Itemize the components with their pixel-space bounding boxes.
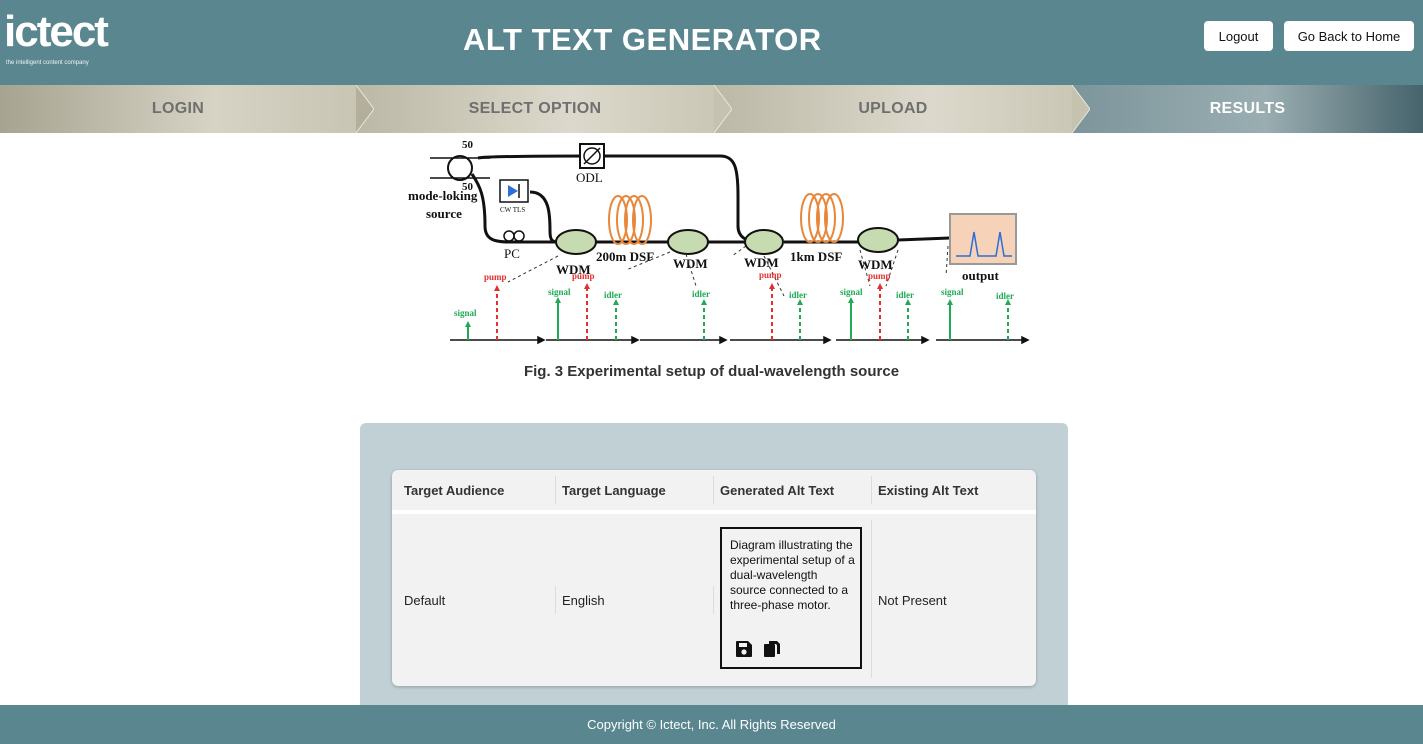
label-pc: PC xyxy=(504,246,520,261)
table-header: Target Audience Target Language Generate… xyxy=(392,470,1036,514)
label-pump: pump xyxy=(868,271,891,281)
dsf-coil xyxy=(608,195,652,245)
label-idler: idler xyxy=(789,290,807,300)
generated-alt-text[interactable]: Diagram illustrating the experimental se… xyxy=(730,538,855,612)
go-home-button[interactable]: Go Back to Home xyxy=(1284,21,1414,51)
cell-target-language: English xyxy=(562,592,605,608)
label-wdm: WDM xyxy=(858,257,893,272)
label-50-top: 50 xyxy=(462,139,474,151)
header-generated-alt-text: Generated Alt Text xyxy=(720,482,835,498)
label-signal: signal xyxy=(454,308,477,318)
label-odl: ODL xyxy=(576,170,603,185)
header-existing-alt-text: Existing Alt Text xyxy=(878,482,979,498)
step-select-option: SELECT OPTION xyxy=(356,85,714,133)
header-target-audience: Target Audience xyxy=(404,482,505,498)
wdm-shape xyxy=(555,229,597,255)
coupler-shape xyxy=(447,155,473,181)
copyright-text: Copyright © Ictect, Inc. All Rights Rese… xyxy=(587,717,836,732)
save-icon[interactable] xyxy=(734,639,754,659)
step-results: RESULTS xyxy=(1072,85,1423,133)
label-idler: idler xyxy=(896,290,914,300)
app-title: ALT TEXT GENERATOR xyxy=(463,22,822,57)
label-wdm: WDM xyxy=(744,255,779,270)
logo-tagline: the intelligent content company xyxy=(6,60,89,66)
label-idler: idler xyxy=(604,290,622,300)
label-idler: idler xyxy=(996,291,1014,301)
generated-alt-text-box: Diagram illustrating the experimental se… xyxy=(720,527,862,669)
label-200m-dsf: 200m DSF xyxy=(596,249,654,264)
figure-caption: Fig. 3 Experimental setup of dual-wavele… xyxy=(523,363,900,380)
column-divider xyxy=(555,586,556,614)
label-cw-tls: CW TLS xyxy=(500,206,525,214)
header-target-language: Target Language xyxy=(562,482,666,498)
step-login: LOGIN xyxy=(0,85,356,133)
label-signal: signal xyxy=(840,287,863,297)
cell-target-audience: Default xyxy=(404,592,446,608)
step-divider-arrow xyxy=(714,85,732,133)
column-divider xyxy=(713,586,714,614)
label-1km-dsf: 1km DSF xyxy=(790,249,842,264)
results-table: Target Audience Target Language Generate… xyxy=(392,470,1036,686)
column-divider xyxy=(713,476,714,504)
spectrum-axes xyxy=(450,335,1030,345)
fiber-line xyxy=(470,173,558,244)
label-signal: signal xyxy=(548,287,571,297)
fiber-line xyxy=(477,154,761,244)
wdm-shape xyxy=(667,229,709,255)
wdm-shape xyxy=(744,229,784,255)
page-footer: Copyright © Ictect, Inc. All Rights Rese… xyxy=(0,705,1423,744)
label-pump: pump xyxy=(572,271,595,281)
progress-steps: LOGIN SELECT OPTION UPLOAD RESULTS xyxy=(0,85,1423,133)
column-divider xyxy=(871,520,872,678)
column-divider xyxy=(555,476,556,504)
step-divider-arrow xyxy=(1072,85,1090,133)
copy-icon[interactable] xyxy=(762,639,782,659)
setup-diagram: 50 50 mode-loking source ODL CW TLS PC W… xyxy=(408,139,1030,345)
step-upload: UPLOAD xyxy=(714,85,1072,133)
label-pump: pump xyxy=(484,272,507,282)
label-output: output xyxy=(962,268,1000,283)
step-divider-arrow xyxy=(356,85,374,133)
label-50-bottom: 50 xyxy=(462,181,474,193)
label-pump: pump xyxy=(759,270,782,280)
fiber-line xyxy=(897,236,951,242)
label-idler: idler xyxy=(692,289,710,299)
fiber-line xyxy=(529,190,559,244)
label-wdm: WDM xyxy=(673,256,708,271)
column-divider xyxy=(871,476,872,504)
logout-button[interactable]: Logout xyxy=(1204,21,1273,51)
uploaded-figure: 50 50 mode-loking source ODL CW TLS PC W… xyxy=(400,136,1040,348)
app-header: ictect the intelligent content company A… xyxy=(0,0,1423,85)
wdm-shape xyxy=(857,227,899,253)
label-signal: signal xyxy=(941,287,964,297)
cell-existing-alt-text: Not Present xyxy=(878,592,947,608)
ictect-logo: ictect the intelligent content company xyxy=(4,6,109,68)
dsf-coil xyxy=(800,193,844,243)
label-wdm: WDM xyxy=(556,262,591,277)
label-mode-locking: mode-loking xyxy=(408,188,478,203)
label-source: source xyxy=(426,206,462,221)
logo-wordmark: ictect xyxy=(4,7,109,56)
